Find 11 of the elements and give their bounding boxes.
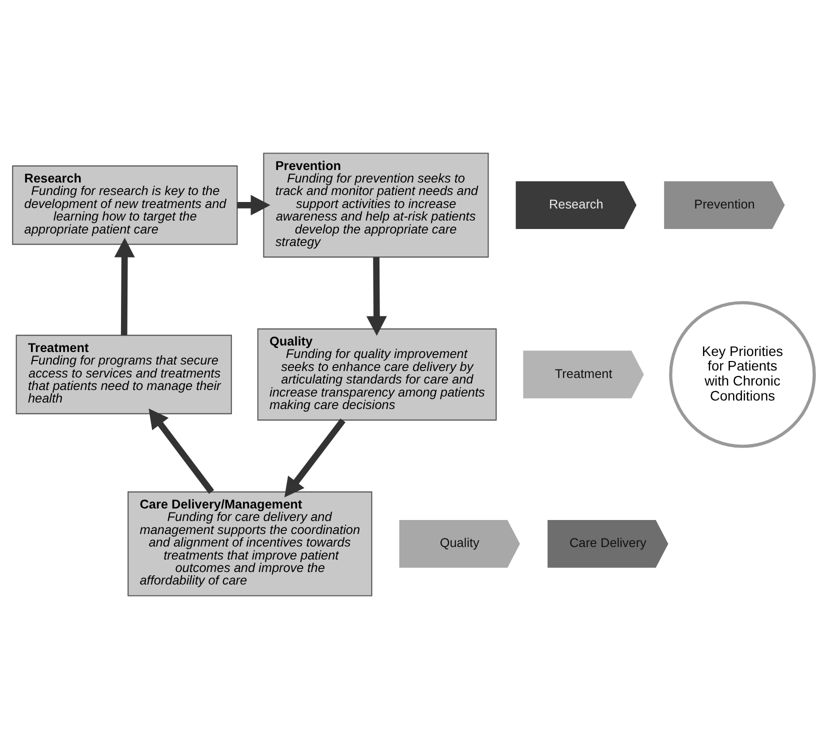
- arrow: [114, 238, 135, 336]
- arrow: [237, 194, 270, 216]
- node-box: Quality Funding for quality improvement seeks to enhance care delivery by articulating standards for care and increase transparency among patients making care decisions: [257, 328, 497, 421]
- node-circle: Key Priorities for Patients with Chronic Conditions: [669, 301, 816, 448]
- node-box: Treatment Funding for programs that secure access to services and treatments that patients need to manage their health: [16, 334, 232, 414]
- node-box: Research Funding for research is key to the development of new treatments and learning how to target the appropriate patient care: [12, 165, 238, 245]
- node-box: Care Delivery/Management Funding for care delivery and management supports the coordination and alignment of incentives towards treatments that improve patient outcomes and improve the affordability of care: [128, 491, 372, 596]
- arrow: [148, 408, 214, 494]
- node-box: Prevention Funding for prevention seeks to track and monitor patient needs and support activities to increase awareness and help at-risk patients develop the appropriate care strategy: [263, 152, 489, 258]
- arrow: [284, 418, 346, 498]
- arrow: [366, 257, 387, 336]
